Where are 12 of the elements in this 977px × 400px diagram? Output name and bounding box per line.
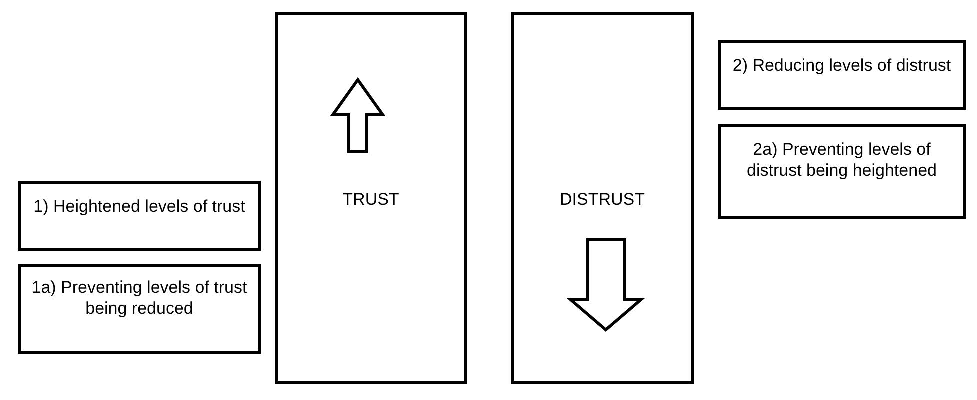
box-label: 2) Reducing levels of distrust <box>732 55 952 76</box>
text-box <box>718 124 966 219</box>
box-label: 1) Heightened levels of trust <box>32 196 246 217</box>
box-label: 2a) Preventing levels of distrust being heightened <box>746 139 938 181</box>
text-box <box>718 40 966 110</box>
tall-box <box>511 12 694 384</box>
tall-box <box>275 12 467 384</box>
box-label: TRUST <box>342 189 400 210</box>
text-box <box>18 181 261 251</box>
box-label: 1a) Preventing levels of trust being reduced <box>30 277 248 319</box>
text-box <box>18 264 261 354</box>
box-label: DISTRUST <box>559 189 646 210</box>
